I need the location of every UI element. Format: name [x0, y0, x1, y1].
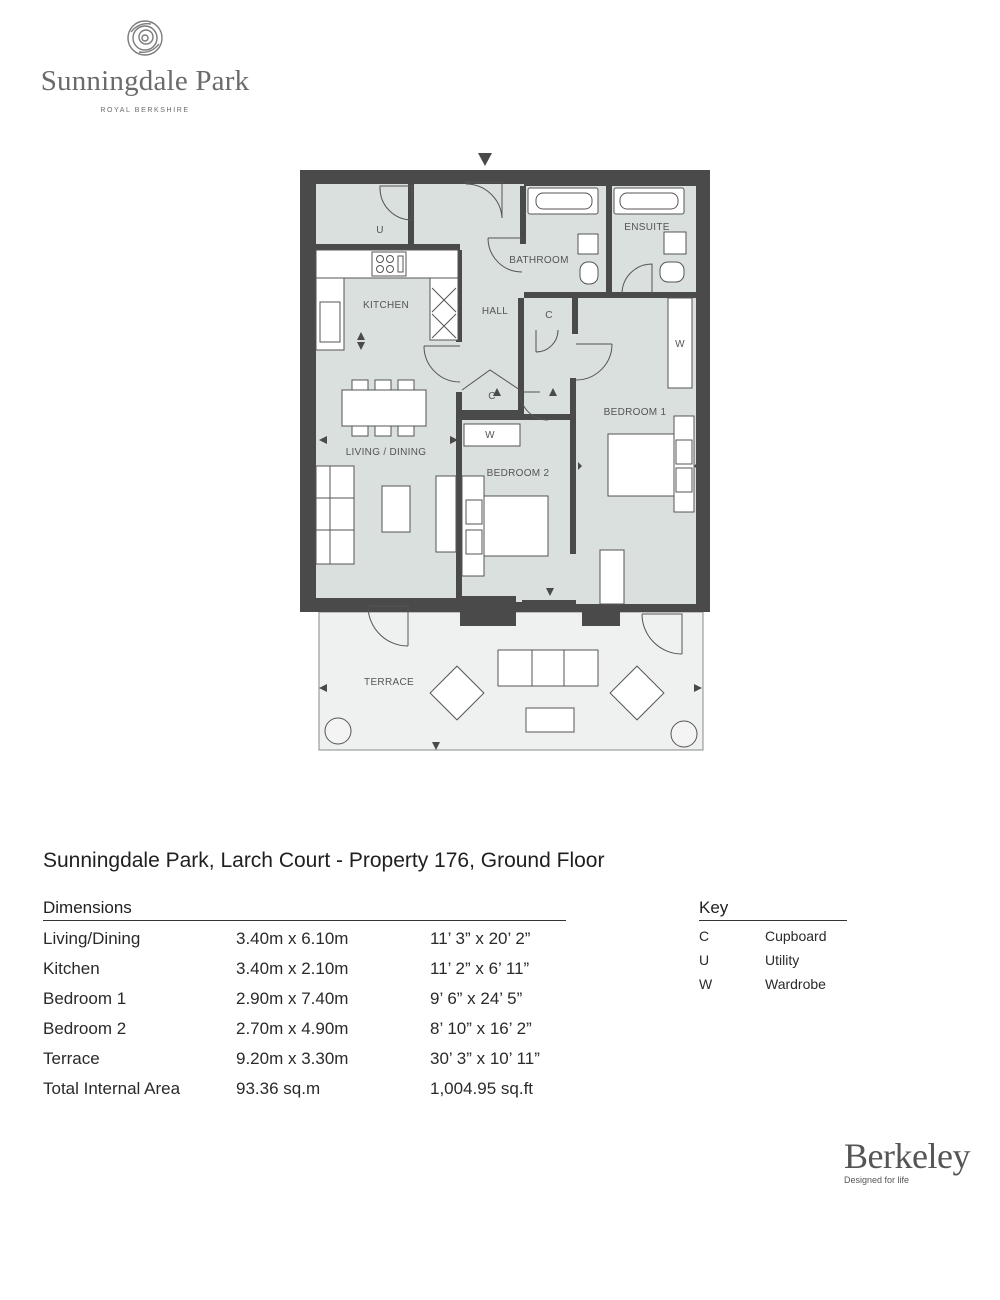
list-item: C Cupboard [699, 924, 847, 948]
berkeley-logo: Berkeley Designed for life [844, 1138, 974, 1185]
table-row: Terrace 9.20m x 3.30m 30’ 3” x 10’ 11” [43, 1044, 566, 1074]
bathroom-fittings [527, 187, 687, 285]
imperial-size: 8’ 10” x 16’ 2” [430, 1019, 532, 1038]
imperial-size: 30’ 3” x 10’ 11” [430, 1049, 540, 1068]
list-item: W Wardrobe [699, 972, 847, 996]
room-name: Total Internal Area [43, 1079, 181, 1098]
doors [367, 181, 683, 655]
dimensions-table: Dimensions Living/Dining 3.40m x 6.10m 1… [43, 898, 566, 1104]
imperial-size: 11’ 3” x 20’ 2” [430, 929, 531, 948]
table-row: Living/Dining 3.40m x 6.10m 11’ 3” x 20’… [43, 924, 566, 954]
label-utility: U [376, 225, 384, 236]
label-kitchen: KITCHEN [363, 300, 409, 311]
table-row: Bedroom 2 2.70m x 4.90m 8’ 10” x 16’ 2” [43, 1014, 566, 1044]
living-furniture [315, 379, 457, 565]
dimension-arrows [319, 332, 702, 750]
room-name: Kitchen [43, 959, 100, 978]
interior-walls [316, 184, 696, 626]
label-terrace: TERRACE [364, 677, 414, 688]
label-wardrobe-bed2: W [485, 430, 495, 441]
logo-name: Sunningdale Park [40, 65, 250, 97]
label-cupboard-lower: C [488, 391, 496, 402]
key-code: C [699, 928, 710, 944]
metric-size: 3.40m x 2.10m [236, 959, 349, 978]
property-heading: Sunningdale Park, Larch Court - Property… [43, 849, 605, 872]
metric-size: 9.20m x 3.30m [236, 1049, 349, 1068]
key-code: W [699, 976, 713, 992]
entrance-arrow-icon [478, 153, 492, 166]
label-living-dining: LIVING / DINING [346, 447, 427, 458]
metric-size: 2.70m x 4.90m [236, 1019, 349, 1038]
logo-subtitle: ROYAL BERKSHIRE [100, 107, 190, 114]
key-code: U [699, 952, 710, 968]
bedroom2-furniture [461, 423, 549, 577]
key-label: Wardrobe [765, 976, 826, 992]
room-name: Bedroom 1 [43, 989, 127, 1008]
developer-logo: Sunningdale Park ROYAL BERKSHIRE [40, 18, 250, 114]
room-name: Bedroom 2 [43, 1019, 127, 1038]
plant-icon [324, 717, 352, 745]
key-label: Cupboard [765, 928, 827, 944]
metric-size: 3.40m x 6.10m [236, 929, 349, 948]
bedroom1-furniture [599, 297, 695, 605]
label-bedroom1: BEDROOM 1 [604, 407, 667, 418]
label-ensuite: ENSUITE [624, 222, 669, 233]
imperial-size: 11’ 2” x 6’ 11” [430, 959, 530, 978]
label-cupboard-hall: C [545, 310, 553, 321]
room-name: Terrace [43, 1049, 100, 1068]
key-title: Key [699, 898, 847, 921]
metric-size: 2.90m x 7.40m [236, 989, 349, 1008]
brand-name: Berkeley [844, 1136, 970, 1176]
table-row: Kitchen 3.40m x 2.10m 11’ 2” x 6’ 11” [43, 954, 566, 984]
terrace-furniture [324, 649, 698, 748]
table-row: Total Internal Area 93.36 sq.m 1,004.95 … [43, 1074, 566, 1104]
label-wardrobe-bed1: W [675, 339, 685, 350]
list-item: U Utility [699, 948, 847, 972]
room-name: Living/Dining [43, 929, 141, 948]
rose-logo-icon [127, 20, 163, 56]
key-label: Utility [765, 952, 800, 968]
kitchen-fittings [315, 249, 459, 351]
imperial-size: 1,004.95 sq.ft [430, 1079, 534, 1098]
floor-plan: U BATHROOM ENSUITE KITCHEN HALL C W C BE… [300, 153, 710, 751]
label-hall: HALL [482, 306, 508, 317]
plant-icon [670, 720, 698, 748]
room-labels: U BATHROOM ENSUITE KITCHEN HALL C W C BE… [346, 222, 685, 688]
label-bedroom2: BEDROOM 2 [487, 468, 550, 479]
key-legend: Key C Cupboard U Utility W Wardrobe [699, 898, 847, 996]
brand-tagline: Designed for life [844, 1175, 910, 1185]
imperial-size: 9’ 6” x 24’ 5” [430, 989, 523, 1008]
metric-size: 93.36 sq.m [236, 1079, 321, 1098]
table-row: Bedroom 1 2.90m x 7.40m 9’ 6” x 24’ 5” [43, 984, 566, 1014]
dimensions-title: Dimensions [43, 898, 566, 921]
label-bathroom: BATHROOM [509, 255, 568, 266]
